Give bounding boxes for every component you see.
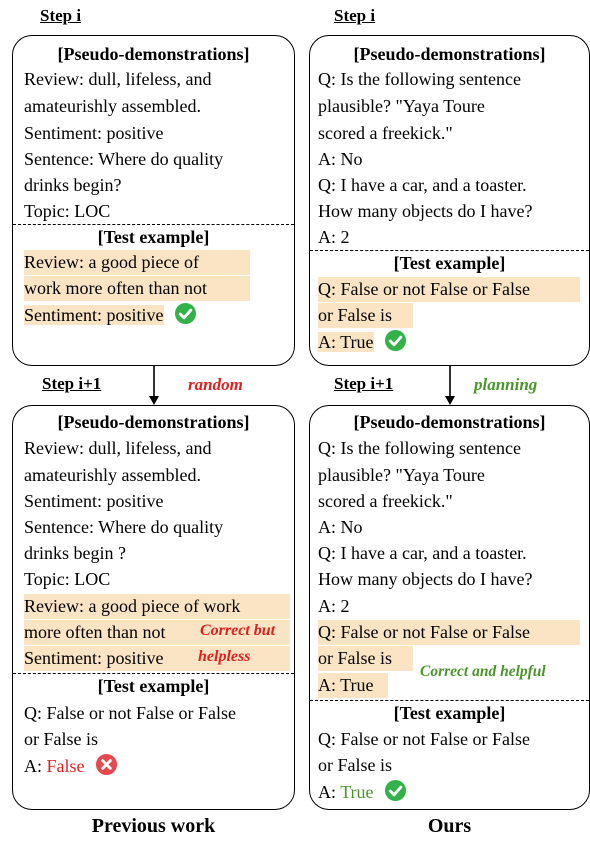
left-answer-prefix: A: [24, 756, 47, 777]
left-bottom-demo-line: Topic: LOC [24, 569, 111, 589]
check-circle-icon [384, 779, 407, 809]
right-bottom-demo-line: A: No [318, 517, 363, 537]
right-top-demo-line: A: No [318, 149, 363, 169]
left-bottom-demo-line: amateurishly assembled. [24, 465, 201, 485]
left-top-test-header: [Test example] [97, 227, 210, 247]
right-top-demo-line: Q: I have a car, and a toaster. [318, 175, 527, 195]
right-caption: Ours [427, 815, 472, 837]
right-top-pseudo-header: [Pseudo-demonstrations] [353, 44, 546, 64]
left-bottom-demo-line: Sentiment: positive [24, 491, 164, 511]
right-bottom-added-line: or False is [318, 646, 413, 671]
left-step-i-label: Step i [40, 6, 82, 25]
check-circle-icon [384, 329, 407, 359]
right-bottom-added-line: Q: False or not False or False [318, 620, 580, 645]
left-bottom-added-line: Review: a good piece of work [24, 594, 290, 619]
right-bottom-divider [310, 700, 589, 701]
right-bottom-demo-line: plausible? "Yaya Toure [318, 465, 485, 485]
right-step-i-box [309, 35, 590, 366]
left-bottom-demo-line: Sentence: Where do quality [24, 517, 224, 537]
right-top-test-line: or False is [318, 303, 413, 328]
right-arrow-label: planning [474, 375, 538, 394]
x-circle-icon [95, 753, 118, 783]
right-top-demo-line: scored a freekick." [318, 123, 453, 143]
left-bottom-test-header: [Test example] [97, 676, 210, 696]
left-top-pseudo-header: [Pseudo-demonstrations] [57, 44, 250, 64]
right-top-demo-line: A: 2 [318, 227, 350, 247]
left-bottom-added-line: Sentiment: positive [24, 646, 290, 671]
left-top-demo-line: Sentence: Where do quality [24, 149, 224, 169]
right-annotation: Correct and helpful [420, 663, 546, 680]
left-bottom-pseudo-header: [Pseudo-demonstrations] [57, 412, 250, 432]
left-top-test-line: Review: a good piece of [24, 250, 250, 275]
left-caption: Previous work [91, 815, 216, 837]
left-top-demo-line: Review: dull, lifeless, and [24, 69, 212, 89]
left-top-demo-line: amateurishly assembled. [24, 96, 201, 116]
right-top-test-line: Q: False or not False or False [318, 277, 580, 302]
right-top-demo-line: plausible? "Yaya Toure [318, 96, 485, 116]
right-bottom-demo-line: How many objects do I have? [318, 569, 533, 589]
right-answer-value: True [340, 782, 374, 803]
left-bottom-demo-line: drinks begin ? [24, 543, 126, 563]
left-answer-value: False [46, 756, 85, 777]
left-top-demo-line: drinks begin? [24, 175, 122, 195]
right-bottom-test-line: or False is [318, 755, 392, 775]
right-bottom-test-line: Q: False or not False or False [318, 729, 530, 749]
left-top-demo-line: Topic: LOC [24, 201, 111, 221]
right-top-test-line: A: True [318, 332, 374, 353]
left-arrow-label: random [188, 375, 243, 394]
left-bottom-demo-line: Review: dull, lifeless, and [24, 438, 212, 458]
right-top-demo-line: Q: Is the following sentence [318, 69, 521, 89]
right-bottom-demo-line: A: 2 [318, 596, 350, 616]
left-top-demo-line: Sentiment: positive [24, 123, 164, 143]
right-top-divider [310, 250, 589, 251]
right-down-arrow [445, 366, 455, 405]
right-bottom-demo-line: Q: Is the following sentence [318, 438, 521, 458]
left-annotation-line2: helpless [198, 648, 251, 665]
right-bottom-pseudo-header: [Pseudo-demonstrations] [353, 412, 546, 432]
left-bottom-added-line: more often than not [24, 620, 290, 645]
right-top-test-header: [Test example] [393, 253, 506, 273]
right-bottom-demo-line: scored a freekick." [318, 491, 453, 511]
right-answer-prefix: A: [318, 782, 341, 803]
left-annotation-line1: Correct but [200, 622, 276, 639]
left-step-i1-label: Step i+1 [42, 374, 102, 393]
left-down-arrow [149, 366, 159, 405]
left-bottom-divider [13, 673, 294, 674]
right-top-demo-line: How many objects do I have? [318, 201, 533, 221]
right-step-i1-label: Step i+1 [334, 374, 394, 393]
right-step-i-label: Step i [334, 6, 376, 25]
left-bottom-test-line: Q: False or not False or False [24, 703, 236, 723]
right-bottom-demo-line: Q: I have a car, and a toaster. [318, 543, 527, 563]
right-bottom-added-line: A: True [318, 673, 388, 698]
left-top-divider [13, 224, 294, 225]
left-bottom-test-line: or False is [24, 729, 98, 749]
left-top-test-line: work more often than not [24, 276, 250, 301]
right-bottom-test-header: [Test example] [393, 703, 506, 723]
left-top-test-line: Sentiment: positive [24, 305, 164, 326]
check-circle-icon [174, 302, 197, 332]
